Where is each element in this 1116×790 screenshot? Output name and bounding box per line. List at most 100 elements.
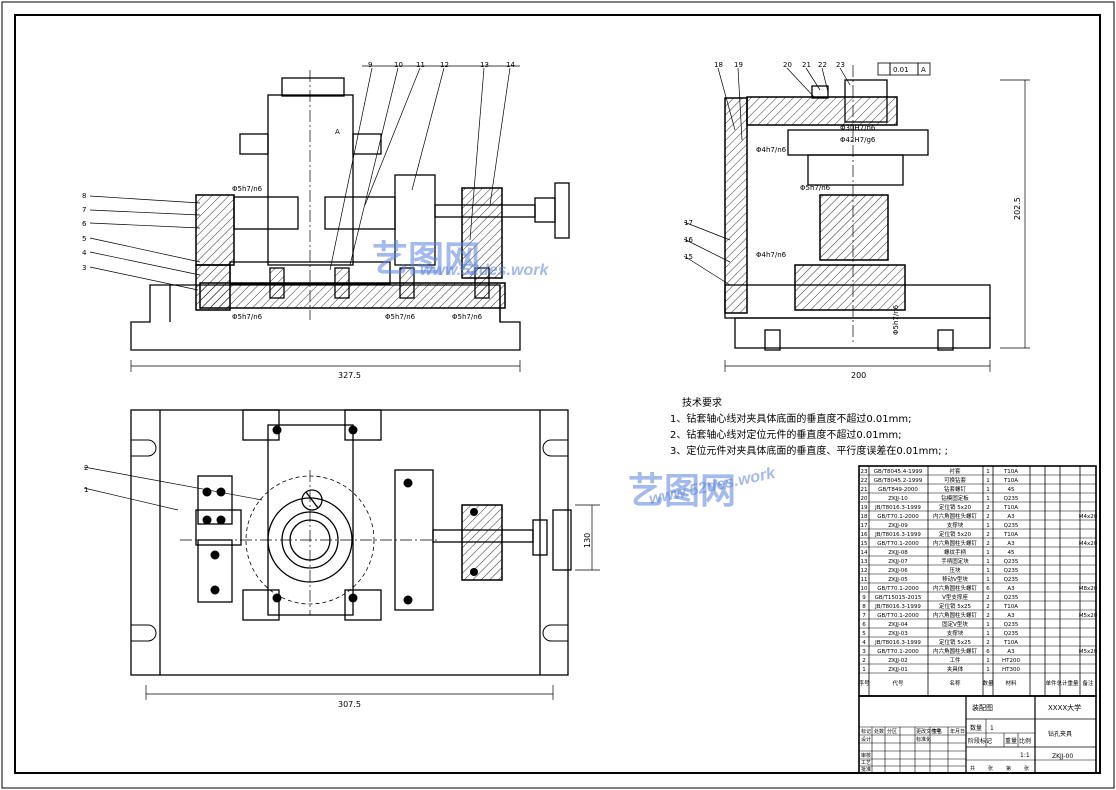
bom-cell-name: 内六角圆柱头螺钉 [933,539,978,547]
bom-cell-name: 支撑块 [947,629,964,637]
bom-cell-mat: Q235 [1004,568,1019,574]
bom-cell-note: M5x20 [1079,613,1098,619]
title-role-review: 审核 [861,752,871,759]
bom-cell-mat: A3 [1007,613,1015,619]
bom-cell-note: M4x20 [1079,514,1098,520]
bom-cell-qty: 1 [986,631,990,637]
bom-cell-name: 定位销 5x25 [939,602,972,610]
bom-cell-no: 21 [861,487,868,493]
title-product: 钻孔夹具 [1048,730,1072,738]
tolerance-datum: A [921,66,926,74]
fit-label-5: Φ4h7/n6 [756,146,787,154]
bom-cell-qty: 1 [986,496,990,502]
bom-cell-no: 19 [861,505,868,511]
top_view-label-12: 12 [440,61,449,69]
title-sheet-3: 第 [1006,765,1011,772]
bom-cell-no: 1 [862,667,866,673]
bom-cell-qty: 2 [986,532,990,538]
title-row-count: 处数 [874,728,884,735]
top_view-label-4: 4 [82,249,87,257]
bom-cell-code: GB/T70.1-2000 [877,649,919,655]
title-row-sign: 签名 [932,728,942,735]
bom-cell-code: ZKJJ-02 [888,658,907,664]
bom-cell-name: 内六角圆柱头螺钉 [933,512,978,520]
bom-cell-qty: 2 [986,640,990,646]
bom-cell-code: GB/T70.1-2000 [877,514,919,520]
bom-cell-name: 工件 [949,656,961,664]
side-leaders [683,67,851,286]
dim-side-width: 200 [851,371,866,380]
bom-cell-mat: 45 [1008,487,1015,493]
bom-cell-no: 23 [861,469,868,475]
bom-cell-name: 夹具体 [947,665,964,673]
title-weight-label: 重量 [1005,737,1017,745]
side_view-label-15: 15 [684,253,693,261]
dim-plan-height: 130 [583,533,592,548]
requirements-heading: 技术要求 [682,398,722,409]
bom-table [858,465,1097,697]
section-datum: A [335,128,340,136]
side_view-label-17: 17 [684,219,693,227]
bom-cell-code: ZKJJ-10 [888,496,908,502]
bom-cell-code: ZKJJ-09 [888,523,908,529]
bom-cell-qty: 1 [986,622,990,628]
bom-cell-code: ZKJJ-01 [888,667,907,673]
bom-cell-name: 定位销 5x20 [939,503,972,511]
side_view-label-23: 23 [836,61,845,69]
bom-cell-code: JB/T8016.3-1999 [874,604,921,610]
side_view-label-21: 21 [802,61,811,69]
plan-leaders [83,466,263,511]
bom-cell-qty: 2 [986,613,990,619]
bom-header-code: 代号 [892,679,904,687]
bom-header-name: 名称 [949,679,961,687]
title-stage-label: 阶段标记 [968,737,992,745]
bom-cell-no: 20 [861,496,868,502]
title-qty-label: 数量 [970,724,982,732]
side_view-label-18: 18 [714,61,723,69]
bom-cell-mat: Q235 [1004,496,1019,502]
title-scale: 1:1 [1020,752,1030,759]
top_view-label-8: 8 [82,192,86,200]
fit-label-10: Φ42H7/g6 [840,136,876,144]
bom-cell-no: 6 [862,622,866,628]
bom-cell-code: GB/T70.1-2000 [877,586,919,592]
top_view-label-7: 7 [82,206,86,214]
title-role-design: 设计 [861,736,871,743]
top_view-label-13: 13 [480,61,489,69]
front-view [130,70,570,372]
bom-cell-code: ZKJJ-07 [888,559,908,565]
bom-cell-qty: 2 [986,595,990,601]
bom-cell-no: 17 [861,523,868,529]
bom-cell-name: 定位销 5x25 [939,638,972,646]
bom-cell-mat: T10A [1003,640,1018,646]
title-sheet-1: 共 [970,765,975,772]
bom-cell-code: GB/T8045.2-1999 [874,478,923,484]
bom-cell-name: 移动V型块 [942,575,968,583]
bom-cell-qty: 6 [986,649,990,655]
title-sheet-4: 张 [1024,765,1029,772]
title-qty: 1 [990,725,994,732]
top_view-label-5: 5 [82,235,86,243]
bom-cell-no: 8 [862,604,866,610]
side-view [724,62,1030,372]
bom-cell-mat: T10A [1003,478,1018,484]
side_view-label-16: 16 [684,236,693,244]
bom-cell-no: 22 [861,478,868,484]
fit-label-4: Φ5h7/n6 [452,313,483,321]
bom-cell-name: 内六角圆柱头螺钉 [933,647,978,655]
bom-header-mat: 材料 [1005,679,1017,687]
side_view-label-22: 22 [818,61,827,69]
plan-view [130,409,600,700]
title-row-date: 年月日 [950,728,965,735]
top_view-label-3: 3 [82,264,86,272]
bom-cell-mat: A3 [1007,514,1015,520]
bom-cell-no: 13 [861,559,868,565]
title-row-zone: 分区 [887,728,897,735]
bom-cell-code: JB/T8016.3-1999 [874,505,921,511]
bom-cell-name: 螺纹手柄 [944,548,967,556]
side_view-label-20: 20 [783,61,792,69]
dim-side-height: 202.5 [1013,197,1022,220]
